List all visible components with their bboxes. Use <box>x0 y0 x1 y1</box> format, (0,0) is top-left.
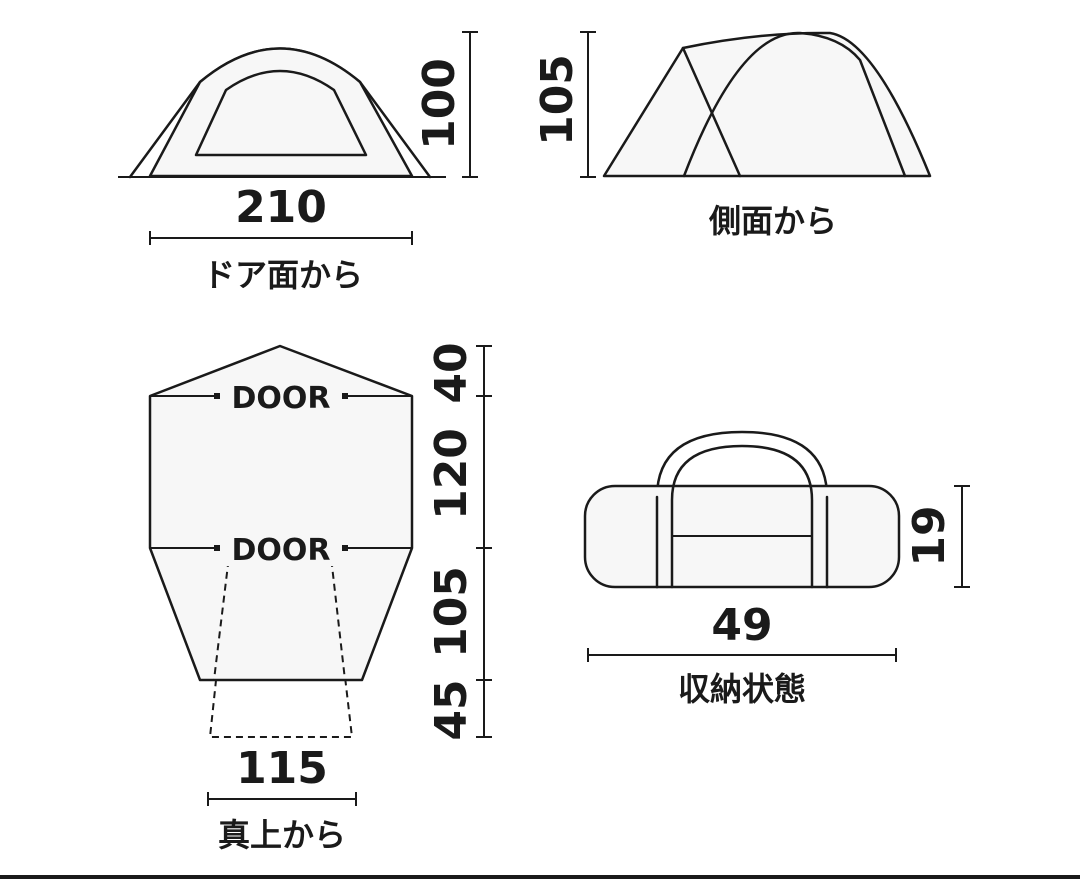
bottom-border <box>0 875 1080 879</box>
top-caption: 真上から <box>218 816 346 854</box>
side-height-label: 105 <box>532 54 583 146</box>
door-label-bottom: DOOR <box>231 533 330 568</box>
bag-handle-inner <box>670 444 814 589</box>
front-caption: ドア面から <box>203 256 363 294</box>
top-width-label: 115 <box>236 743 328 794</box>
door-zip-marker <box>214 545 220 551</box>
side-view: 105 側面から <box>532 31 932 240</box>
side-inner-arch <box>682 31 907 178</box>
front-width-label: 210 <box>235 182 327 233</box>
storage-view: 19 49 収納状態 <box>583 430 970 708</box>
door-zip-marker <box>214 393 220 399</box>
storage-height-label: 19 <box>904 505 955 566</box>
door-label-bg <box>222 380 340 414</box>
top-vestibule-dashed <box>213 547 231 681</box>
door-zip-marker <box>342 393 348 399</box>
top-tent-outline <box>148 344 414 682</box>
top-seg-1-label: 40 <box>426 342 477 403</box>
front-height-label: 100 <box>414 58 465 150</box>
storage-length-label: 49 <box>711 600 772 651</box>
door-zip-marker <box>342 545 348 551</box>
top-seg-3-label: 105 <box>426 566 477 658</box>
side-fly-body <box>602 31 932 178</box>
top-view: DOOR DOOR 40 120 105 45 115 真上から <box>148 342 492 854</box>
top-seg-4-label: 45 <box>426 679 477 740</box>
top-seg-2-label: 120 <box>426 428 477 520</box>
front-door-opening <box>194 69 368 157</box>
door-label-top: DOOR <box>231 381 330 416</box>
storage-caption: 収納状態 <box>678 670 806 708</box>
front-tent-body <box>148 47 414 178</box>
side-caption: 側面から <box>708 202 837 240</box>
bag-handle-outer <box>655 430 829 589</box>
door-label-bg <box>222 532 340 566</box>
front-view: 100 210 ドア面から <box>118 31 478 294</box>
top-vestibule-dashed <box>329 547 346 681</box>
